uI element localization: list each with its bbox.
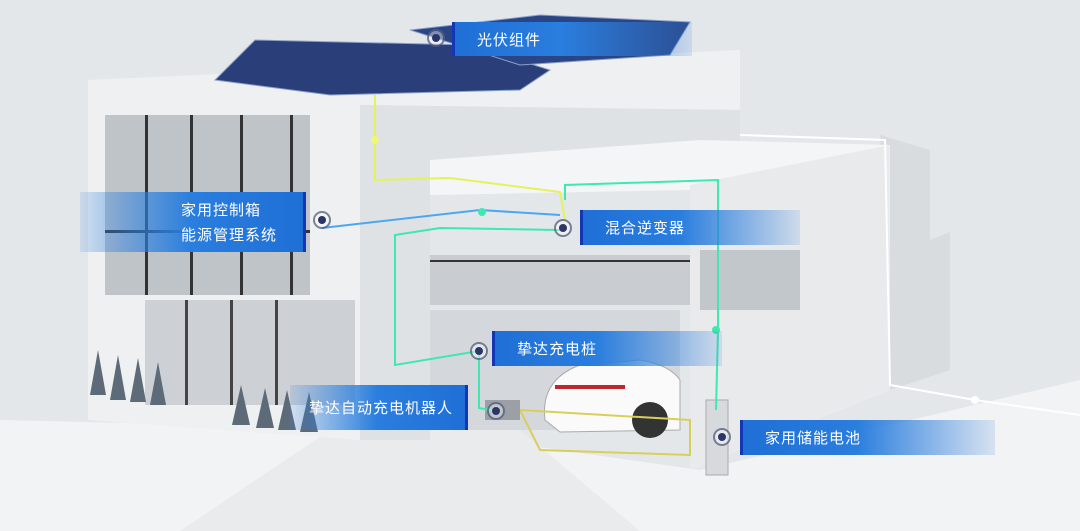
pv-marker-icon[interactable] bbox=[427, 29, 445, 47]
inverter-label: 混合逆变器 bbox=[580, 210, 800, 245]
robot-label: 挚达自动充电机器人 bbox=[290, 385, 468, 430]
pv-label: 光伏组件 bbox=[452, 22, 692, 56]
charger-label: 挚达充电桩 bbox=[492, 331, 722, 366]
battery-label: 家用储能电池 bbox=[740, 420, 995, 455]
charger-marker-icon[interactable] bbox=[470, 342, 488, 360]
control-box-label-line2: 能源管理系统 bbox=[180, 226, 277, 244]
control-box-label-line1: 家用控制箱 bbox=[180, 201, 261, 219]
pv-label-text: 光伏组件 bbox=[477, 30, 542, 49]
control-box-label: 家用控制箱能源管理系统 bbox=[80, 192, 306, 252]
battery-marker-icon[interactable] bbox=[713, 428, 731, 446]
charger-label-text: 挚达充电桩 bbox=[517, 340, 598, 358]
robot-marker-icon[interactable] bbox=[487, 402, 505, 420]
inverter-marker-icon[interactable] bbox=[554, 219, 572, 237]
control-box-marker-icon[interactable] bbox=[313, 211, 331, 229]
inverter-label-text: 混合逆变器 bbox=[605, 219, 686, 237]
robot-label-text: 挚达自动充电机器人 bbox=[308, 399, 453, 417]
battery-label-text: 家用储能电池 bbox=[765, 429, 862, 447]
